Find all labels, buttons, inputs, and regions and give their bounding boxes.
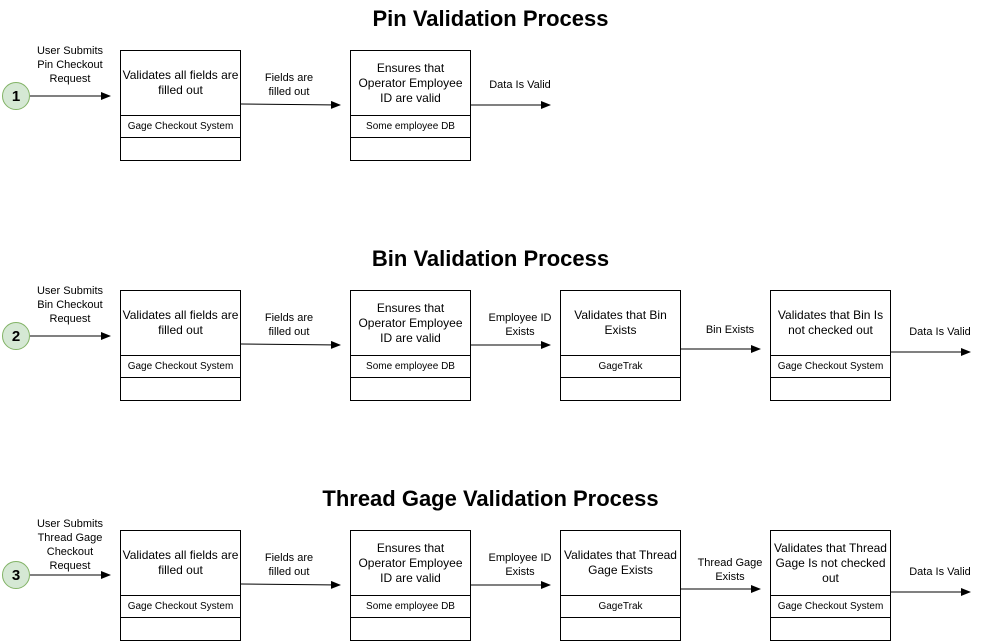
- process-step: Validates all fields are filled out Gage…: [120, 530, 241, 641]
- arrow-2-a: [240, 340, 341, 349]
- step-description: Validates that Bin Exists: [561, 291, 680, 356]
- step-system: Some employee DB: [351, 356, 470, 378]
- step-empty-row: [351, 378, 470, 400]
- step-description: Ensures that Operator Employee ID are va…: [351, 531, 470, 596]
- step-empty-row: [121, 618, 240, 640]
- arrow-label: Data Is Valid: [909, 326, 971, 338]
- step-empty-row: [351, 138, 470, 160]
- arrow-label: Employee ID Exists: [488, 552, 552, 578]
- arrow-label: Fields are filled out: [264, 72, 314, 98]
- step-description: Validates all fields are filled out: [121, 531, 240, 596]
- process-step: Ensures that Operator Employee ID are va…: [350, 50, 471, 161]
- step-empty-row: [561, 618, 680, 640]
- step-system: Some employee DB: [351, 116, 470, 138]
- process-step: Validates that Thread Gage Exists GageTr…: [560, 530, 681, 641]
- arrow-label: Thread Gage Exists: [697, 557, 763, 583]
- step-system: Gage Checkout System: [121, 596, 240, 618]
- step-empty-row: [121, 138, 240, 160]
- process-title: Thread Gage Validation Process: [322, 486, 659, 511]
- step-system: Gage Checkout System: [771, 596, 890, 618]
- step-system: Gage Checkout System: [121, 116, 240, 138]
- arrow-label: Data Is Valid: [489, 79, 551, 91]
- arrow-3-a: [240, 580, 341, 589]
- step-system: Gage Checkout System: [771, 356, 890, 378]
- step-system: GageTrak: [561, 356, 680, 378]
- process-title: Pin Validation Process: [372, 6, 609, 31]
- arrow-label: Employee ID Exists: [488, 312, 552, 338]
- step-description: Validates that Thread Gage Exists: [561, 531, 680, 596]
- arrow-label: Bin Exists: [705, 324, 755, 336]
- step-system: Gage Checkout System: [121, 356, 240, 378]
- step-system: Some employee DB: [351, 596, 470, 618]
- process-step: Ensures that Operator Employee ID are va…: [350, 530, 471, 641]
- start-label: User Submits Pin Checkout Request: [36, 45, 104, 85]
- step-empty-row: [121, 378, 240, 400]
- step-empty-row: [771, 618, 890, 640]
- process-step: Validates that Bin Is not checked out Ga…: [770, 290, 891, 401]
- process-step: Validates that Thread Gage Is not checke…: [770, 530, 891, 641]
- step-description: Validates that Bin Is not checked out: [771, 291, 890, 356]
- process-title: Bin Validation Process: [371, 246, 610, 271]
- step-description: Validates all fields are filled out: [121, 291, 240, 356]
- step-description: Validates all fields are filled out: [121, 51, 240, 116]
- process-step: Ensures that Operator Employee ID are va…: [350, 290, 471, 401]
- process-step: Validates all fields are filled out Gage…: [120, 50, 241, 161]
- step-empty-row: [771, 378, 890, 400]
- step-description: Validates that Thread Gage Is not checke…: [771, 531, 890, 596]
- start-label: User Submits Bin Checkout Request: [36, 285, 104, 325]
- process-step: Validates that Bin Exists GageTrak: [560, 290, 681, 401]
- arrow-label: Fields are filled out: [264, 312, 314, 338]
- start-node: 2: [2, 322, 30, 350]
- arrow-label: Data Is Valid: [909, 566, 971, 578]
- step-system: GageTrak: [561, 596, 680, 618]
- start-node: 3: [2, 561, 30, 589]
- start-label: User Submits Thread Gage Checkout Reques…: [36, 518, 104, 572]
- step-description: Ensures that Operator Employee ID are va…: [351, 291, 470, 356]
- start-node: 1: [2, 82, 30, 110]
- arrow-label: Fields are filled out: [264, 552, 314, 578]
- step-empty-row: [351, 618, 470, 640]
- step-description: Ensures that Operator Employee ID are va…: [351, 51, 470, 116]
- arrow-1-a: [240, 100, 341, 109]
- step-empty-row: [561, 378, 680, 400]
- process-step: Validates all fields are filled out Gage…: [120, 290, 241, 401]
